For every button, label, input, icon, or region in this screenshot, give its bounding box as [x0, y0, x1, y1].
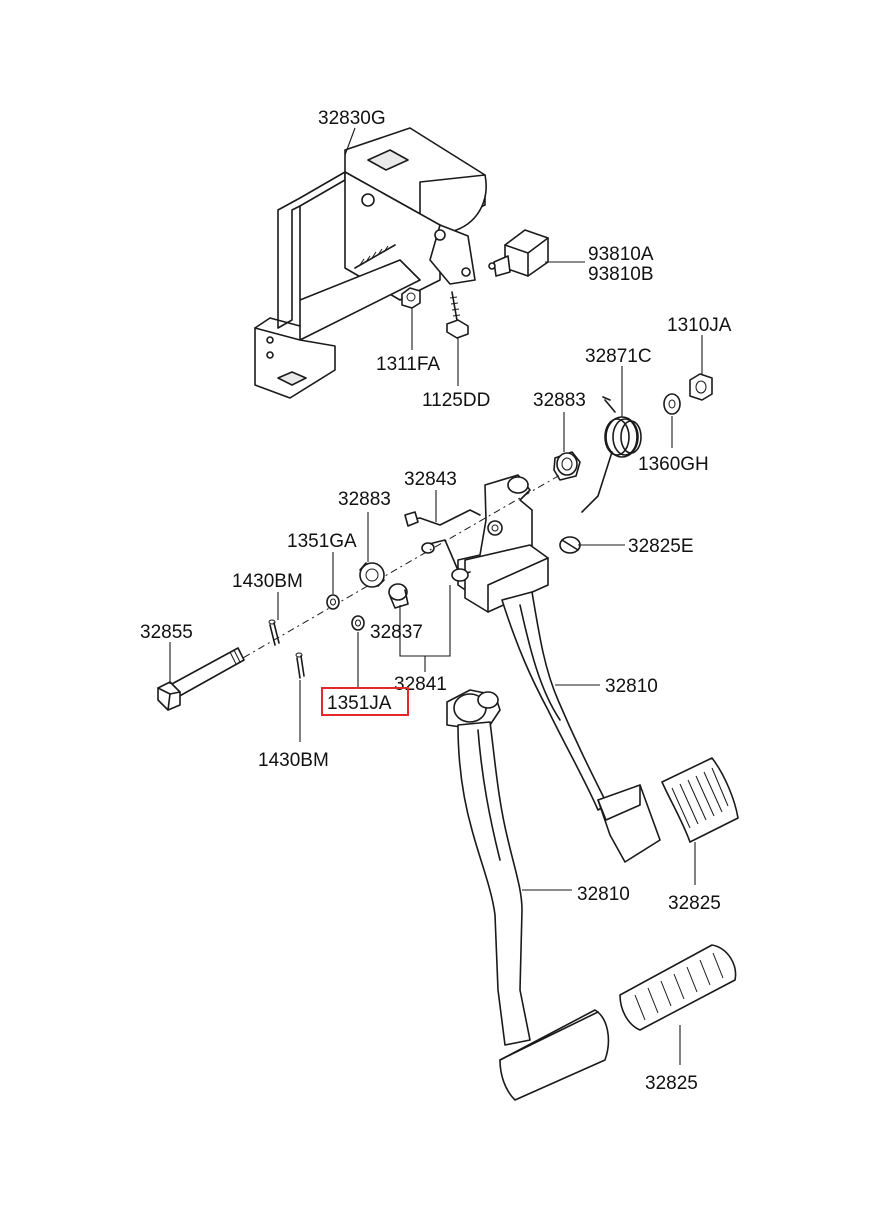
label-collar: 32837: [370, 622, 423, 643]
label-assembly: 32841: [394, 674, 447, 695]
pin-bracket: [404, 509, 481, 582]
cotter-pin-lower: [295, 652, 305, 679]
label-shaft-bolt: 32855: [140, 622, 193, 643]
highlight-box: [321, 687, 409, 716]
label-spring: 32871C: [585, 346, 652, 367]
bushing-upper: [553, 451, 581, 481]
pedal-pad-upper: [661, 757, 739, 843]
collar: [388, 583, 409, 609]
stop-lamp-switch: [488, 229, 549, 277]
nut-1311fa: [401, 287, 421, 309]
washer-1351ja: [351, 615, 365, 631]
nut-1310ja: [689, 373, 713, 401]
label-washer-1360: 1360GH: [638, 454, 709, 475]
cotter-pin-upper: [268, 619, 280, 646]
label-bracket-pin: 32843: [404, 469, 457, 490]
label-switch-a: 93810A: [588, 244, 654, 265]
pedal-arm-upper: [457, 474, 661, 863]
pedal-bracket: [254, 127, 487, 399]
washer-1360gh: [663, 393, 681, 415]
label-pedal-lower: 32810: [577, 884, 630, 905]
leader-lines: [169, 127, 703, 1065]
label-nut-1310: 1310JA: [667, 315, 732, 336]
pedal-stopper: [559, 536, 581, 554]
label-cotter-upper: 1430BM: [232, 571, 303, 592]
pedal-pad-lower: [619, 944, 737, 1031]
label-bolt-1125: 1125DD: [422, 390, 490, 411]
bushing-left: [359, 562, 385, 588]
return-spring: [581, 396, 642, 513]
label-washer-1351ga: 1351GA: [287, 531, 357, 552]
label-bushing-left: 32883: [338, 489, 391, 510]
label-pad-lower: 32825: [645, 1073, 698, 1094]
label-switch-b: 93810B: [588, 264, 654, 285]
label-stopper: 32825E: [628, 536, 694, 557]
label-nut-1311: 1311FA: [376, 354, 440, 375]
label-pedal-upper: 32810: [605, 676, 658, 697]
label-pad-upper: 32825: [668, 893, 721, 914]
bolt-1125dd: [446, 291, 469, 339]
label-washer-1351ja: 1351JA: [327, 693, 392, 714]
shaft-bolt: [157, 647, 245, 711]
washer-1351ga: [326, 594, 340, 610]
label-bracket: 32830G: [318, 108, 386, 129]
label-bushing-upper: 32883: [533, 390, 586, 411]
pedal-arm-lower: [446, 689, 610, 1101]
label-cotter-lower: 1430BM: [258, 750, 329, 771]
